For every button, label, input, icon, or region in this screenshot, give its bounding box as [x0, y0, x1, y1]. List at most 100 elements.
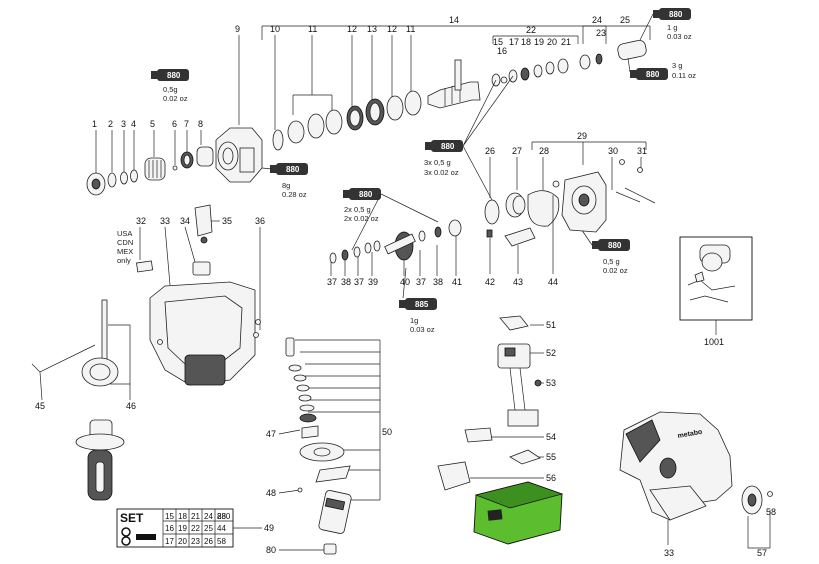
region-cdn: CDN [117, 238, 133, 247]
set-table-cell: 44 [217, 524, 226, 533]
set-table-cell: 58 [217, 537, 226, 546]
label-30: 30 [608, 146, 618, 156]
label-37b: 37 [354, 277, 364, 287]
motor-housing-parts [484, 159, 656, 233]
grease-qty: 1 g [667, 23, 677, 32]
brand-mark: metabo [677, 429, 703, 440]
detail-inset [679, 236, 753, 335]
label-2: 2 [108, 119, 113, 129]
label-53: 53 [546, 378, 556, 388]
grease-qty-oz: 2x 0.02 oz [344, 214, 379, 223]
label-37c: 37 [416, 277, 426, 287]
label-3: 3 [121, 119, 126, 129]
label-21: 21 [561, 37, 571, 47]
label-8: 8 [198, 119, 203, 129]
set-table-cell: 23 [191, 537, 200, 546]
grease-code: 880 [646, 70, 660, 79]
label-45: 45 [35, 401, 45, 411]
grease-qty: 3 g [672, 61, 682, 70]
set-table-cell: 18 [178, 512, 187, 521]
hammer-spindle [427, 59, 481, 109]
gear-train-parts [329, 219, 462, 276]
set-table-cell: 26 [204, 537, 213, 546]
grease-code: 880 [669, 10, 683, 19]
assembled-hammer-drill: metabo [619, 411, 733, 545]
switch-electronics [437, 315, 542, 491]
label-34: 34 [180, 216, 190, 226]
grease-qty: 3x 0,5 g [424, 158, 451, 167]
grease-qty: 8g [282, 181, 290, 190]
region-mex: MEX [117, 247, 133, 256]
label-35: 35 [222, 216, 232, 226]
label-15: 15 [493, 37, 503, 47]
label-17: 17 [509, 37, 519, 47]
label-24: 24 [592, 15, 602, 25]
grease-tube-6: 880 1 g 0.03 oz [639, 8, 692, 41]
set-table-cell: 16 [165, 524, 174, 533]
label-26: 26 [485, 146, 495, 156]
label-54: 54 [546, 432, 556, 442]
grease-tube-1: 880 0,5g 0.02 oz [151, 69, 189, 103]
set-table-cell: 28 [217, 512, 226, 521]
set-table-cell: 25 [204, 524, 213, 533]
grease-qty-oz: 0.03 oz [410, 325, 435, 334]
grease-code: 880 [286, 165, 300, 174]
label-4: 4 [131, 119, 136, 129]
label-33b: 33 [664, 548, 674, 558]
label-9: 9 [235, 24, 240, 34]
label-16: 16 [497, 46, 507, 56]
label-18: 18 [521, 37, 531, 47]
battery-pack [473, 481, 564, 545]
set-table-cell: 880 [217, 512, 231, 521]
grease-tube-4: 885 1g 0.03 oz [399, 267, 437, 334]
grease-tube-5: 880 3x 0,5 g 3x 0.02 oz [424, 75, 514, 201]
grease-tube-3: 880 2x 0,5 g 2x 0.02 oz [343, 188, 439, 251]
label-29: 29 [577, 131, 587, 141]
label-55: 55 [546, 452, 556, 462]
label-48: 48 [266, 488, 276, 498]
label-10: 10 [270, 24, 280, 34]
label-28: 28 [539, 146, 549, 156]
bracket-22: 22 [492, 25, 579, 44]
label-14: 14 [449, 15, 459, 25]
set-table-cell: 19 [178, 524, 187, 533]
label-50: 50 [382, 427, 392, 437]
chuck-parts [86, 146, 214, 196]
bracket-24: 24 [582, 15, 607, 44]
label-7: 7 [184, 119, 189, 129]
label-39: 39 [368, 277, 378, 287]
label-13: 13 [367, 24, 377, 34]
label-25: 25 [620, 15, 630, 25]
label-27: 27 [512, 146, 522, 156]
label-37a: 37 [327, 277, 337, 287]
side-handle [75, 299, 125, 501]
label-23: 23 [596, 28, 606, 38]
label-12b: 12 [387, 24, 397, 34]
label-20: 20 [547, 37, 557, 47]
label-58: 58 [766, 507, 776, 517]
label-31: 31 [637, 146, 647, 156]
label-11b: 11 [406, 24, 415, 34]
label-32: 32 [136, 216, 146, 226]
region-usa: USA [117, 229, 132, 238]
grease-tube-2: 880 8g 0.28 oz [261, 163, 308, 199]
grease-qty: 0,5g [163, 85, 178, 94]
grease-qty: 1g [410, 316, 418, 325]
label-11a: 11 [308, 24, 317, 34]
grease-qty: 0,5 g [603, 257, 620, 266]
label-44: 44 [548, 277, 558, 287]
set-table-cell: 15 [165, 512, 174, 521]
grease-code: 880 [167, 71, 181, 80]
label-1001: 1001 [704, 337, 724, 347]
grease-qty-oz: 0.02 oz [163, 94, 188, 103]
grease-qty-oz: 0.11 oz [672, 71, 696, 80]
label-41: 41 [452, 277, 462, 287]
label-52: 52 [546, 348, 556, 358]
region-only: only [117, 256, 131, 265]
label-57: 57 [757, 548, 767, 558]
motor-housing-shell [149, 204, 261, 386]
grease-code: 880 [441, 142, 455, 151]
grease-qty-oz: 0.28 oz [282, 190, 307, 199]
set-title: SET [120, 511, 144, 525]
